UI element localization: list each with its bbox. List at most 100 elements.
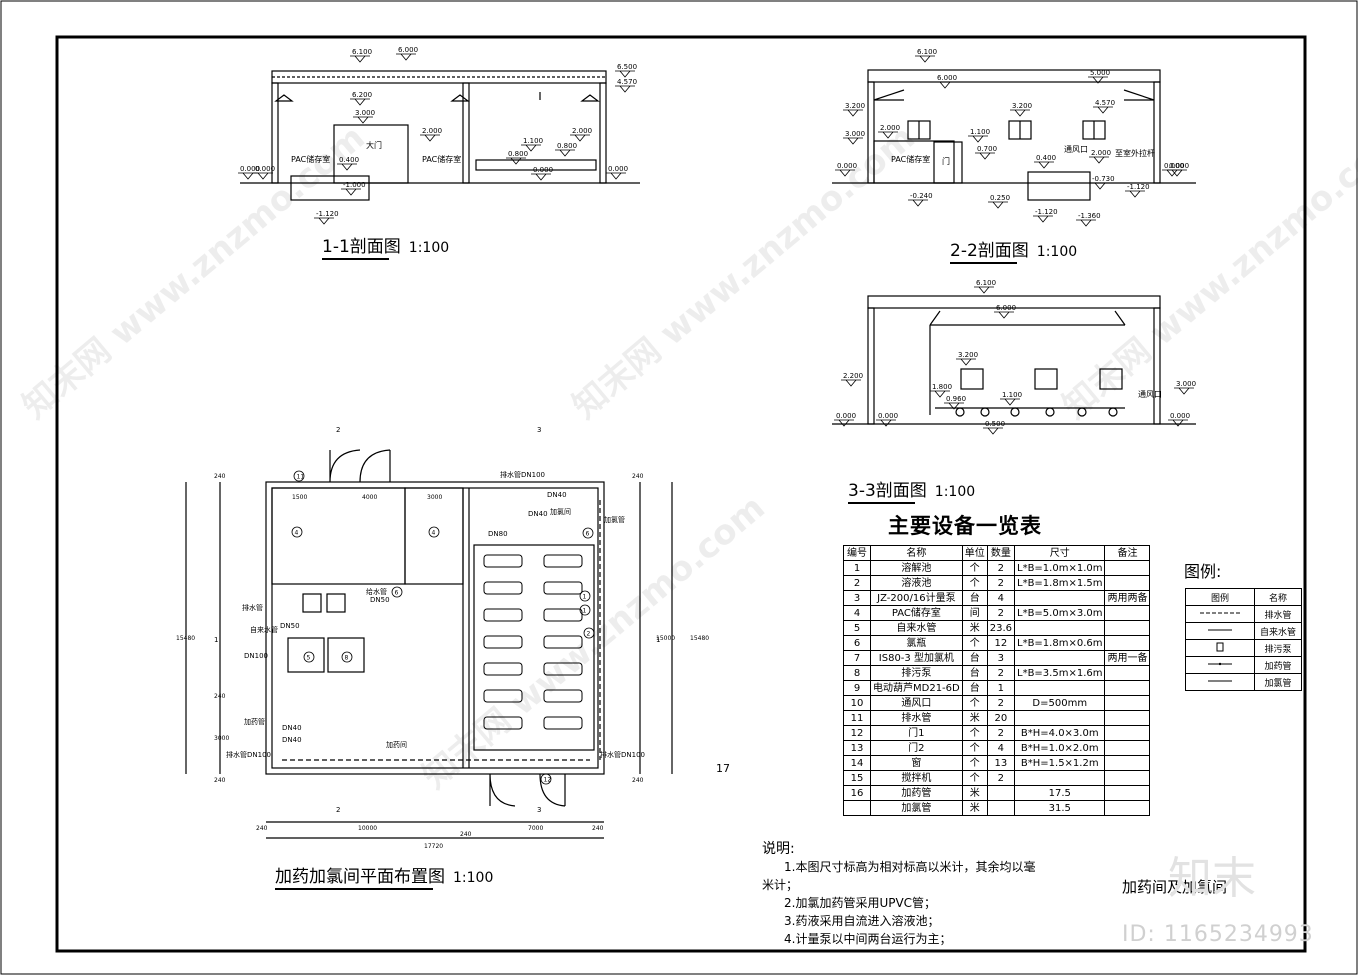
level-label: -1.360 — [1078, 212, 1101, 220]
equipment-cell: L*B=5.0m×3.0m — [1013, 605, 1106, 621]
equipment-cell — [1104, 560, 1151, 576]
equipment-cell: 1 — [986, 680, 1016, 696]
equipment-header-cell: 尺寸 — [1013, 545, 1106, 561]
plan-label: 排水管DN100 — [500, 470, 545, 479]
door-leaf-bottom — [489, 773, 566, 807]
wall-right — [599, 82, 607, 184]
equipment-cell: 间 — [961, 605, 988, 621]
note-item: 米计； — [762, 878, 799, 892]
equipment-cell — [1104, 680, 1151, 696]
level-marker — [521, 144, 541, 152]
legend-header-cell: 名称 — [1254, 588, 1302, 606]
callout-circle — [391, 586, 403, 598]
dimension-bottom: 7000 — [528, 825, 543, 832]
equipment-cell: 8 — [843, 665, 871, 681]
equipment-cell: 个 — [961, 575, 988, 591]
section-mark: 1 — [214, 636, 218, 644]
level-marker — [878, 131, 898, 139]
level-marker — [350, 55, 370, 63]
equipment-cell — [1013, 680, 1106, 696]
dimension-left: 240 — [214, 777, 226, 784]
plan-label: DN100 — [244, 652, 268, 660]
note-item: 4.计量泵以中间两台运行为主； — [784, 932, 952, 946]
equipment-cell: 2 — [986, 665, 1016, 681]
level-label: 3.000 — [1176, 380, 1196, 388]
chlorine-cylinder — [483, 689, 523, 703]
plan-label: 加药管 — [244, 717, 265, 726]
level-label: -1.120 — [1127, 183, 1150, 191]
level-label: 0.800 — [557, 142, 577, 150]
equipment-cell: 2 — [986, 725, 1016, 741]
equipment-cell: B*H=1.5×1.2m — [1013, 755, 1106, 771]
equipment-cell: 溶解池 — [870, 560, 963, 576]
level-label: 3.000 — [845, 130, 865, 138]
plan-title-text: 加药加氯间平面布置图 — [275, 867, 445, 887]
plan-label: 加氯间 — [550, 507, 571, 516]
equipment-cell — [1013, 710, 1106, 726]
level-label: 6.000 — [937, 74, 957, 82]
pac-room-2 — [404, 487, 464, 585]
level-label: 1.100 — [523, 137, 543, 145]
level-marker — [1033, 215, 1053, 223]
dimension-bottom: 10000 — [358, 825, 377, 832]
equipment-cell: 2 — [986, 695, 1016, 711]
note-item: 2.加氯加药管采用UPVC管； — [784, 896, 937, 910]
chlorine-cylinder — [483, 581, 523, 595]
notes: 说明: 1.本图尺寸标高为相对标高以米计，其余均以毫 米计； 2.加氯加药管采用… — [762, 840, 1035, 948]
pit — [1027, 171, 1091, 201]
legend-symbol — [1185, 639, 1255, 657]
level-marker — [930, 390, 950, 398]
scale-text: 1:100 — [408, 240, 450, 256]
equipment-cell: 3 — [843, 590, 871, 606]
legend-symbol — [1185, 605, 1255, 623]
level-marker — [915, 55, 935, 63]
equipment-cell: 氯瓶 — [870, 635, 963, 651]
watermark-id: ID: 1165234993 — [1122, 922, 1314, 947]
equipment-cell — [1013, 590, 1106, 606]
plan-label: DN80 — [488, 530, 508, 538]
equipment-cell: 通风口 — [870, 695, 963, 711]
legend-name: 加药管 — [1254, 656, 1302, 674]
section-mark: 2 — [336, 806, 340, 814]
equipment-cell — [1013, 620, 1106, 636]
level-label: 0.250 — [990, 194, 1010, 202]
equipment-cell: 台 — [961, 665, 988, 681]
equipment-cell: 搅拌机 — [870, 770, 963, 786]
dimension-left: 240 — [214, 693, 226, 700]
level-label: 5.000 — [1090, 69, 1110, 77]
level-marker — [1174, 387, 1194, 395]
callout-number: 4 — [295, 530, 299, 537]
equipment-cell: 电动葫芦MD21-6D — [870, 680, 963, 696]
pump-1 — [302, 593, 322, 613]
equipment-cell — [986, 785, 1016, 801]
equipment-cell: 12 — [986, 635, 1016, 651]
watermark-logo: 知末 — [1168, 853, 1256, 904]
plan-label: DN50 — [370, 596, 390, 604]
plan-label: DN50 — [280, 622, 300, 630]
equipment-cell: PAC储存室 — [870, 605, 963, 621]
equipment-cell: 个 — [961, 740, 988, 756]
level-marker — [396, 53, 416, 61]
chlorine-cylinder — [543, 662, 583, 676]
level-marker — [506, 157, 526, 165]
cylinder — [1108, 407, 1118, 417]
legend-row: 排污泵 — [1185, 639, 1302, 657]
legend-header-cell: 图例 — [1185, 588, 1255, 606]
level-label: -1.120 — [1035, 208, 1058, 216]
level-label: 1.100 — [1002, 391, 1022, 399]
section-title-text: 3-3剖面图 — [848, 481, 927, 501]
roof-slab — [867, 69, 1161, 83]
plan-outer-wall — [265, 481, 605, 775]
level-label: 6.000 — [398, 46, 418, 54]
room-label: PAC储存室 — [422, 154, 461, 164]
